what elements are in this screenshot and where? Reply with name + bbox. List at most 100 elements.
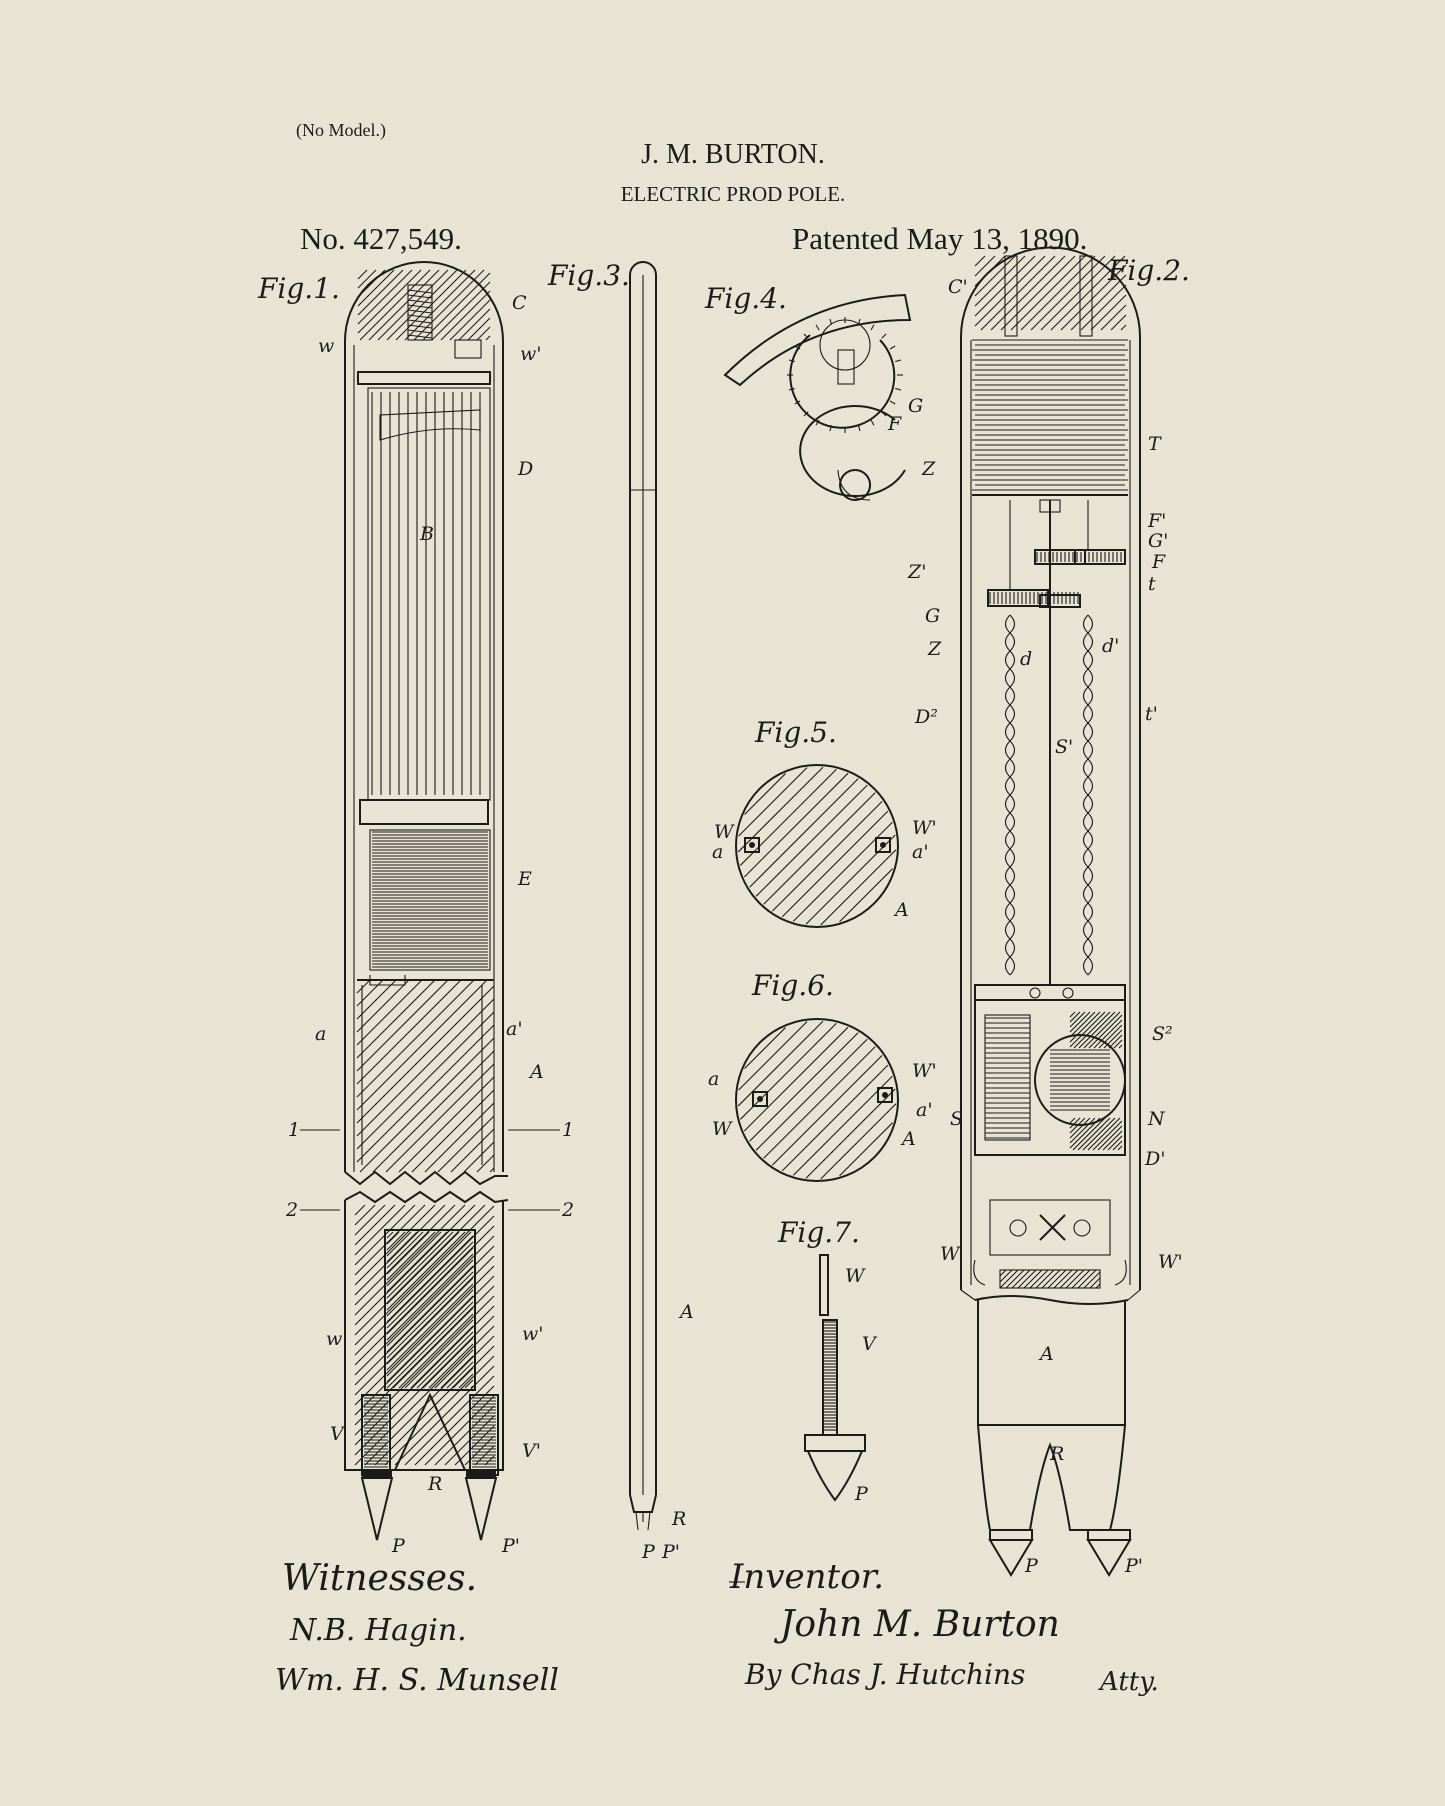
hatch-line <box>386 1231 424 1269</box>
fig1-reference-label: w <box>326 1328 342 1350</box>
hatch-line <box>999 1269 1007 1277</box>
witness-1-signature: N.B. Hagin. <box>289 1613 467 1648</box>
fig1-reference-label: V <box>330 1423 346 1445</box>
fig7-reference-label: P <box>854 1483 869 1505</box>
gear-teeth-upper <box>1036 552 1122 562</box>
fig3-reference-label: A <box>678 1301 694 1323</box>
wire-leads <box>973 1259 1127 1286</box>
hatch-line <box>763 792 876 905</box>
witnesses-heading: Witnesses. <box>282 1558 477 1599</box>
figure-5-cross-section <box>735 764 899 928</box>
hatch-line <box>354 1204 476 1326</box>
fig2-reference-label: T <box>1148 433 1162 455</box>
fig2-reference-label: Z' <box>907 561 926 583</box>
tube-v-prime-thread <box>472 1397 496 1471</box>
hatch-line <box>839 868 894 923</box>
post-right <box>1079 255 1093 337</box>
hatch-line <box>357 269 404 316</box>
hatch-line <box>386 1259 474 1347</box>
hatch-line <box>357 269 368 280</box>
hatch-line <box>1069 1117 1076 1124</box>
hatch-line <box>354 1204 456 1306</box>
wire-w-prime <box>880 842 886 848</box>
hatch-line <box>392 1307 474 1389</box>
hatch-line <box>1072 1117 1106 1151</box>
hatch-line <box>354 1204 436 1286</box>
hatch-line <box>1069 1117 1101 1149</box>
hatch-line <box>470 1385 474 1389</box>
model-note: (No Model.) <box>296 120 386 141</box>
hatch-line <box>740 1023 837 1120</box>
fig2-reference-label: F <box>1151 551 1166 573</box>
hatch-line <box>386 1301 474 1389</box>
binding-screw <box>1009 1219 1027 1237</box>
hatch-line <box>1071 1269 1091 1289</box>
hatch-line <box>1010 255 1086 331</box>
rod-outline <box>629 261 657 1495</box>
hatch-line <box>1083 1271 1101 1289</box>
hatch-line <box>1069 1117 1086 1134</box>
spring-coil <box>407 304 433 309</box>
hatch-line <box>1065 1269 1085 1289</box>
fig2-reference-label: G <box>925 605 940 627</box>
hatch-line <box>999 1269 1019 1289</box>
hatch-line <box>431 281 491 341</box>
hatch-line <box>354 1255 495 1396</box>
wire-w-prime <box>882 1092 888 1098</box>
gear-g <box>987 589 1049 607</box>
fig3-reference-label: P <box>641 1541 656 1563</box>
rod-fork-tips <box>635 1511 651 1531</box>
fig1-reference-label: C <box>512 292 527 314</box>
hatch-line <box>1077 1269 1097 1289</box>
figure-6-cross-section <box>735 1018 899 1182</box>
hatch-line <box>386 1231 448 1293</box>
screw <box>1062 987 1074 999</box>
fig3-reference-label: P' <box>661 1541 680 1563</box>
hatch-line <box>744 1027 786 1069</box>
hatch-line <box>974 255 996 277</box>
fig2-reference-label: N <box>1147 1108 1166 1130</box>
fig5-reference-label: W <box>714 821 735 843</box>
hatch-line <box>1100 304 1127 331</box>
hatch-line <box>386 1283 474 1371</box>
gear-tooth <box>889 400 896 405</box>
switch-contact <box>1039 1214 1066 1241</box>
hatch-line <box>386 1265 474 1353</box>
signature-block: Witnesses. N.B. Hagin. Wm. H. S. Munsell… <box>275 1557 1159 1698</box>
spring-coil <box>407 294 433 299</box>
fig1-reference-label: R <box>427 1473 442 1495</box>
pinion <box>839 469 871 501</box>
fig2-reference-label: A <box>1038 1343 1054 1365</box>
hatch-line <box>440 1355 474 1389</box>
hatch-line <box>357 269 413 325</box>
hatch-line <box>428 1343 474 1389</box>
contact-block <box>989 1199 1111 1256</box>
hatch-line <box>476 326 491 341</box>
hatch-line <box>422 272 491 341</box>
hatch-line <box>386 1295 474 1383</box>
body-a <box>977 1300 1126 1426</box>
hatch-line <box>1118 1044 1123 1049</box>
fig1-reference-label: w' <box>522 1323 544 1345</box>
hatch-line <box>386 1231 436 1281</box>
hatch-line <box>820 1103 897 1180</box>
hatch-line <box>354 1204 396 1246</box>
fig4-reference-label: G <box>908 395 923 417</box>
gear-tooth <box>788 359 795 363</box>
gear-tooth <box>803 411 809 417</box>
hatch-line <box>1097 1125 1123 1151</box>
hatch-line <box>1110 314 1127 331</box>
break-line <box>974 1295 1129 1305</box>
spring-coil <box>407 299 433 304</box>
break-line-lower <box>344 1190 509 1204</box>
hatch-line <box>413 269 485 341</box>
hatch-line <box>386 1235 474 1323</box>
hatch-line <box>755 1038 868 1151</box>
hatch-line <box>1069 1011 1091 1033</box>
hatch-line <box>1000 255 1076 331</box>
tip-p-collar <box>362 1470 392 1478</box>
hatch-line <box>356 979 410 1033</box>
hatch-line <box>781 810 889 918</box>
inventor-name-heading: J. M. BURTON. <box>641 139 825 170</box>
